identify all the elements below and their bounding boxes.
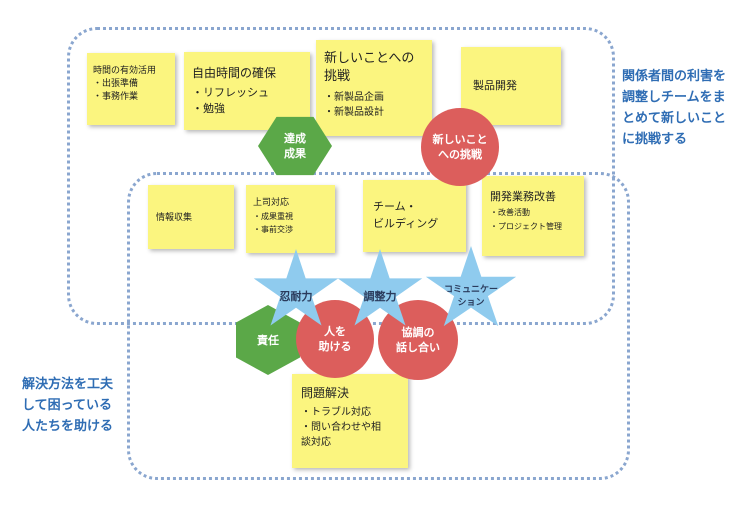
note-time-management: 時間の有効活用 ・出張準備 ・事務作業 xyxy=(87,53,175,125)
star-label: 調整力 xyxy=(363,289,397,303)
note-items: ・成果重視 ・事前交渉 xyxy=(253,212,293,234)
note-team-building: チーム・ ビルディング xyxy=(363,180,466,252)
note-boss-handling: 上司対応 ・成果重視 ・事前交渉 xyxy=(246,185,335,253)
note-items: ・出張準備 ・事務作業 xyxy=(93,79,139,102)
note-info-gathering: 情報収集 xyxy=(148,185,234,249)
note-items: ・改善活動 ・プロジェクト管理 xyxy=(490,208,562,231)
note-items: ・トラブル対応 ・問い合わせや相 談対応 xyxy=(301,407,381,448)
note-title: チーム・ ビルディング xyxy=(373,200,439,230)
note-items: ・新製品企画 ・新製品設計 xyxy=(324,92,384,118)
note-title: 自由時間の確保 xyxy=(192,66,277,80)
note-title: 上司対応 xyxy=(253,198,290,208)
hexagon-achievement: 達成 成果 xyxy=(258,116,332,176)
note-title: 開発業務改善 xyxy=(490,190,556,203)
note-dev-improvement: 開発業務改善 ・改善活動 ・プロジェクト管理 xyxy=(482,176,584,256)
note-title: 製品開発 xyxy=(473,79,517,92)
bottom-region-label: 解決方法を工夫 して困っている 人たちを助ける xyxy=(22,377,114,434)
note-new-challenge: 新しいことへの 挑戦 ・新製品企画 ・新製品設計 xyxy=(316,40,432,136)
star-label: コミュニケー ション xyxy=(443,285,498,308)
note-title: 問題解決 xyxy=(301,386,350,400)
note-problem-solving: 問題解決 ・トラブル対応 ・問い合わせや相 談対応 xyxy=(292,374,408,468)
note-title: 情報収集 xyxy=(156,213,193,223)
note-items: ・リフレッシュ ・勉強 xyxy=(192,86,269,115)
note-title: 新しいことへの 挑戦 xyxy=(324,51,415,84)
circle-new-challenge: 新しいこと への挑戦 xyxy=(421,108,499,186)
note-title: 時間の有効活用 xyxy=(93,66,157,76)
star-label: 忍耐力 xyxy=(279,289,313,303)
bottom-region-border xyxy=(127,172,630,480)
top-region-label: 関係者間の利害を 調整しチームをま とめて新しいこと に挑戦する xyxy=(622,69,727,147)
